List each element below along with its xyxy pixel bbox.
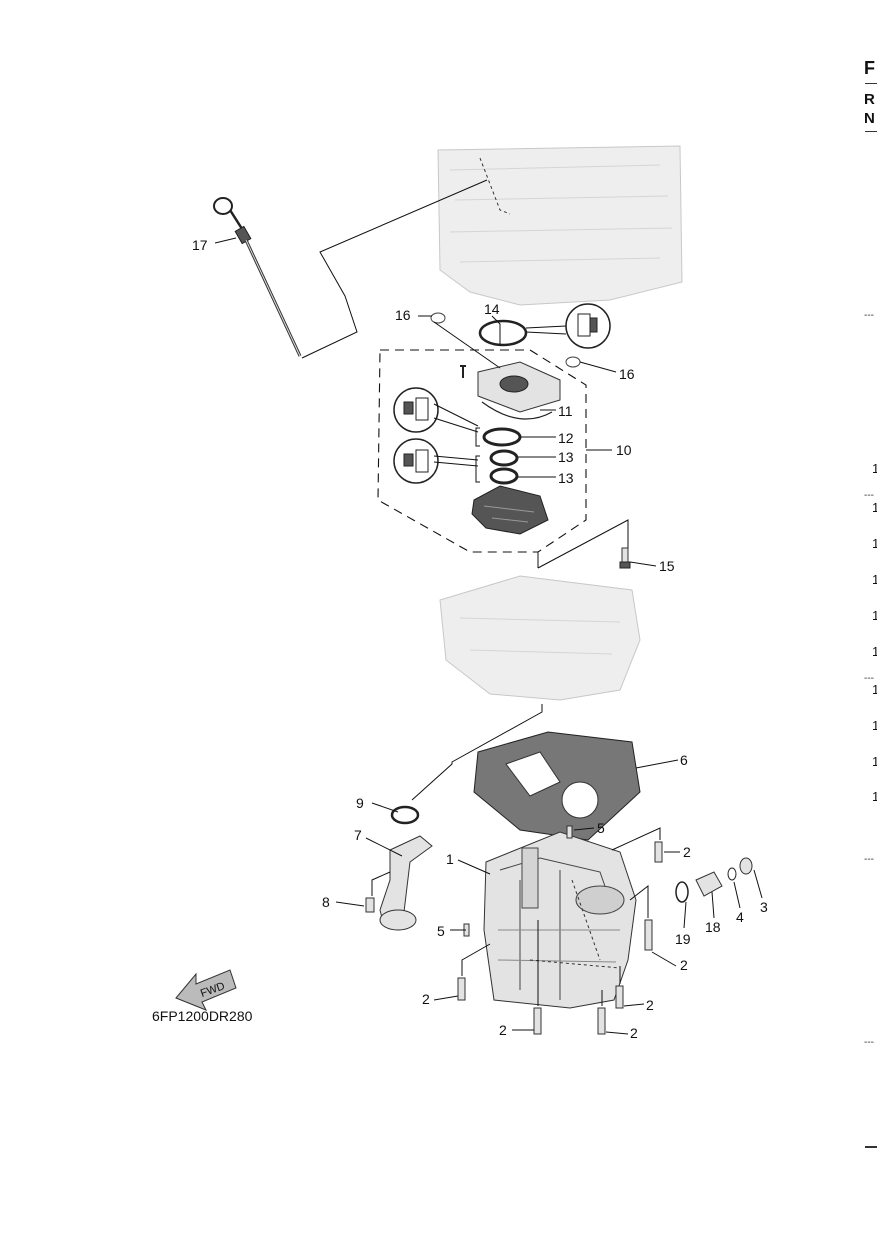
edge-rule-1: [865, 83, 877, 84]
callout-6: 6: [680, 752, 688, 768]
callout-5-lower: 5: [437, 923, 445, 939]
callout-numbers: 17 16 14 16 11 12 10 13 13 15 6 9 7 5 2 …: [192, 237, 768, 1041]
callout-10: 10: [616, 442, 632, 458]
edge-number: 1: [872, 718, 877, 733]
callout-18: 18: [705, 919, 721, 935]
callout-17: 17: [192, 237, 208, 253]
part-5-pin-upper: [566, 825, 573, 839]
engine-base-ghost: [439, 575, 641, 701]
grease-symbol-o-ring: [565, 303, 611, 349]
pump-cover: [460, 361, 561, 420]
grease-leader-o-ring: [525, 325, 567, 335]
grease-symbol-seal-lower: [393, 438, 439, 484]
callout-2-top: 2: [683, 844, 691, 860]
fwd-arrow: FWD: [175, 969, 237, 1011]
callout-14: 14: [484, 301, 500, 317]
part-7-strainer: [379, 835, 433, 931]
callout-2-lower-right: 2: [646, 997, 654, 1013]
part-6-gasket: [473, 731, 641, 841]
part-19-o-ring: [675, 881, 689, 903]
edge-number: 1: [872, 754, 877, 769]
leader-bolt-8: [371, 871, 391, 896]
part-3-drain-bolt: [739, 857, 753, 875]
grease-symbol-seal-upper: [393, 387, 439, 433]
diagram-code: 6FP1200DR280: [152, 1008, 253, 1024]
leader-bolt-15: [537, 519, 629, 569]
pump-body: [471, 485, 549, 535]
edge-dash-4: ---: [864, 854, 874, 865]
callout-7: 7: [354, 827, 362, 843]
edge-number: 1: [872, 644, 877, 659]
seal-brackets: [475, 427, 480, 483]
part-9-o-ring: [390, 805, 420, 825]
callout-8: 8: [322, 894, 330, 910]
callout-2-bottom-left: 2: [499, 1022, 507, 1038]
callout-2-bottom-right: 2: [630, 1025, 638, 1041]
part-13-seal-upper: [489, 449, 519, 467]
edge-number: 1: [872, 608, 877, 623]
edge-number: 1: [872, 789, 877, 804]
callout-16-right: 16: [619, 366, 635, 382]
edge-rule-2: [865, 131, 877, 132]
callout-13-lower: 13: [558, 470, 574, 486]
part-18-union: [695, 871, 723, 897]
edge-number: 1: [872, 536, 877, 551]
edge-number: 1: [872, 682, 877, 697]
part-4-gasket: [727, 867, 737, 881]
edge-number: 1: [872, 461, 877, 476]
edge-dash-3: ---: [864, 673, 874, 684]
callout-3: 3: [760, 899, 768, 915]
edge-header-line2: R: [864, 91, 875, 108]
part-16-dowel-left: [430, 312, 446, 324]
edge-dash-5: ---: [864, 1037, 874, 1048]
callout-15: 15: [659, 558, 675, 574]
callout-11: 11: [558, 403, 573, 419]
assembly-10-boundary: [377, 349, 587, 553]
callout-12: 12: [558, 430, 574, 446]
edge-rule-3: [865, 1146, 877, 1148]
leader-dipstick: [301, 179, 488, 359]
callout-19: 19: [675, 931, 691, 947]
grease-leaders: [433, 403, 479, 467]
edge-dash-2: ---: [864, 490, 874, 501]
part-15-bolt: [619, 547, 631, 569]
part-14-o-ring: [478, 319, 528, 347]
part-2-bolts: [457, 841, 663, 1035]
engine-block-ghost: [437, 145, 683, 306]
callout-1: 1: [446, 851, 454, 867]
part-17-dipstick: [213, 197, 302, 357]
callout-4: 4: [736, 909, 744, 925]
part-12-oil-seal: [482, 427, 522, 447]
callout-2-right: 2: [680, 957, 688, 973]
part-1-oil-pan: [483, 831, 637, 1009]
callout-16-left: 16: [395, 307, 411, 323]
callout-2-left: 2: [422, 991, 430, 1007]
leader-bolts-2: [461, 827, 661, 1006]
callout-5-upper: 5: [597, 820, 605, 836]
edge-number: 1: [872, 572, 877, 587]
part-13-seal-lower: [489, 467, 519, 485]
edge-header-line1: F: [864, 58, 875, 78]
part-16-dowel-right: [565, 356, 581, 368]
callout-9: 9: [356, 795, 364, 811]
edge-header-line3: N: [864, 110, 875, 127]
part-8-bolt: [365, 897, 375, 913]
callout-13-upper: 13: [558, 449, 574, 465]
edge-number: 1: [872, 500, 877, 515]
callout-leaders: [214, 237, 763, 1035]
leader-gasket: [411, 704, 543, 801]
edge-dash-1: ---: [864, 310, 874, 321]
